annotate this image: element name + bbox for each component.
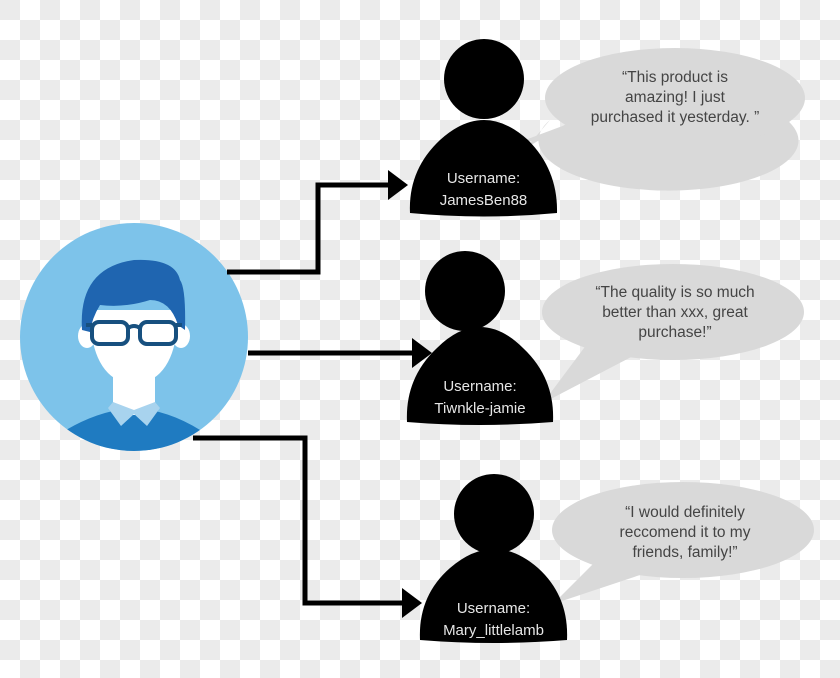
user-silhouette-icon: [406, 251, 804, 425]
arrow-to-user-3: [193, 435, 422, 618]
user-avatar-with-glasses-icon: [20, 223, 248, 451]
user-silhouette-icon: [409, 39, 805, 217]
user-silhouette-icon: [419, 474, 814, 643]
username-label-1: Username: JamesBen88: [410, 168, 557, 212]
username-value: JamesBen88: [439, 192, 528, 209]
username-label-2: Username: Tiwnkle-jamie: [407, 376, 553, 420]
comment-text-3: “I would definitely reccomend it to my f…: [619, 504, 751, 561]
speech-bubble-2: [542, 264, 804, 360]
comment-text-2: “The quality is so much better than xxx,…: [595, 284, 755, 341]
comment-text-1: “This product is amazing! I just purchas…: [590, 69, 760, 126]
username-value: Tiwnkle-jamie: [434, 400, 526, 417]
username-prefix: Username:: [456, 600, 531, 617]
arrow-to-user-1: [227, 170, 408, 275]
username-prefix: Username:: [446, 170, 521, 187]
username-prefix: Username:: [443, 378, 517, 395]
username-value: Mary_littlelamb: [443, 622, 544, 639]
speech-bubble-3: [552, 482, 814, 578]
username-label-3: Username: Mary_littlelamb: [420, 598, 567, 642]
